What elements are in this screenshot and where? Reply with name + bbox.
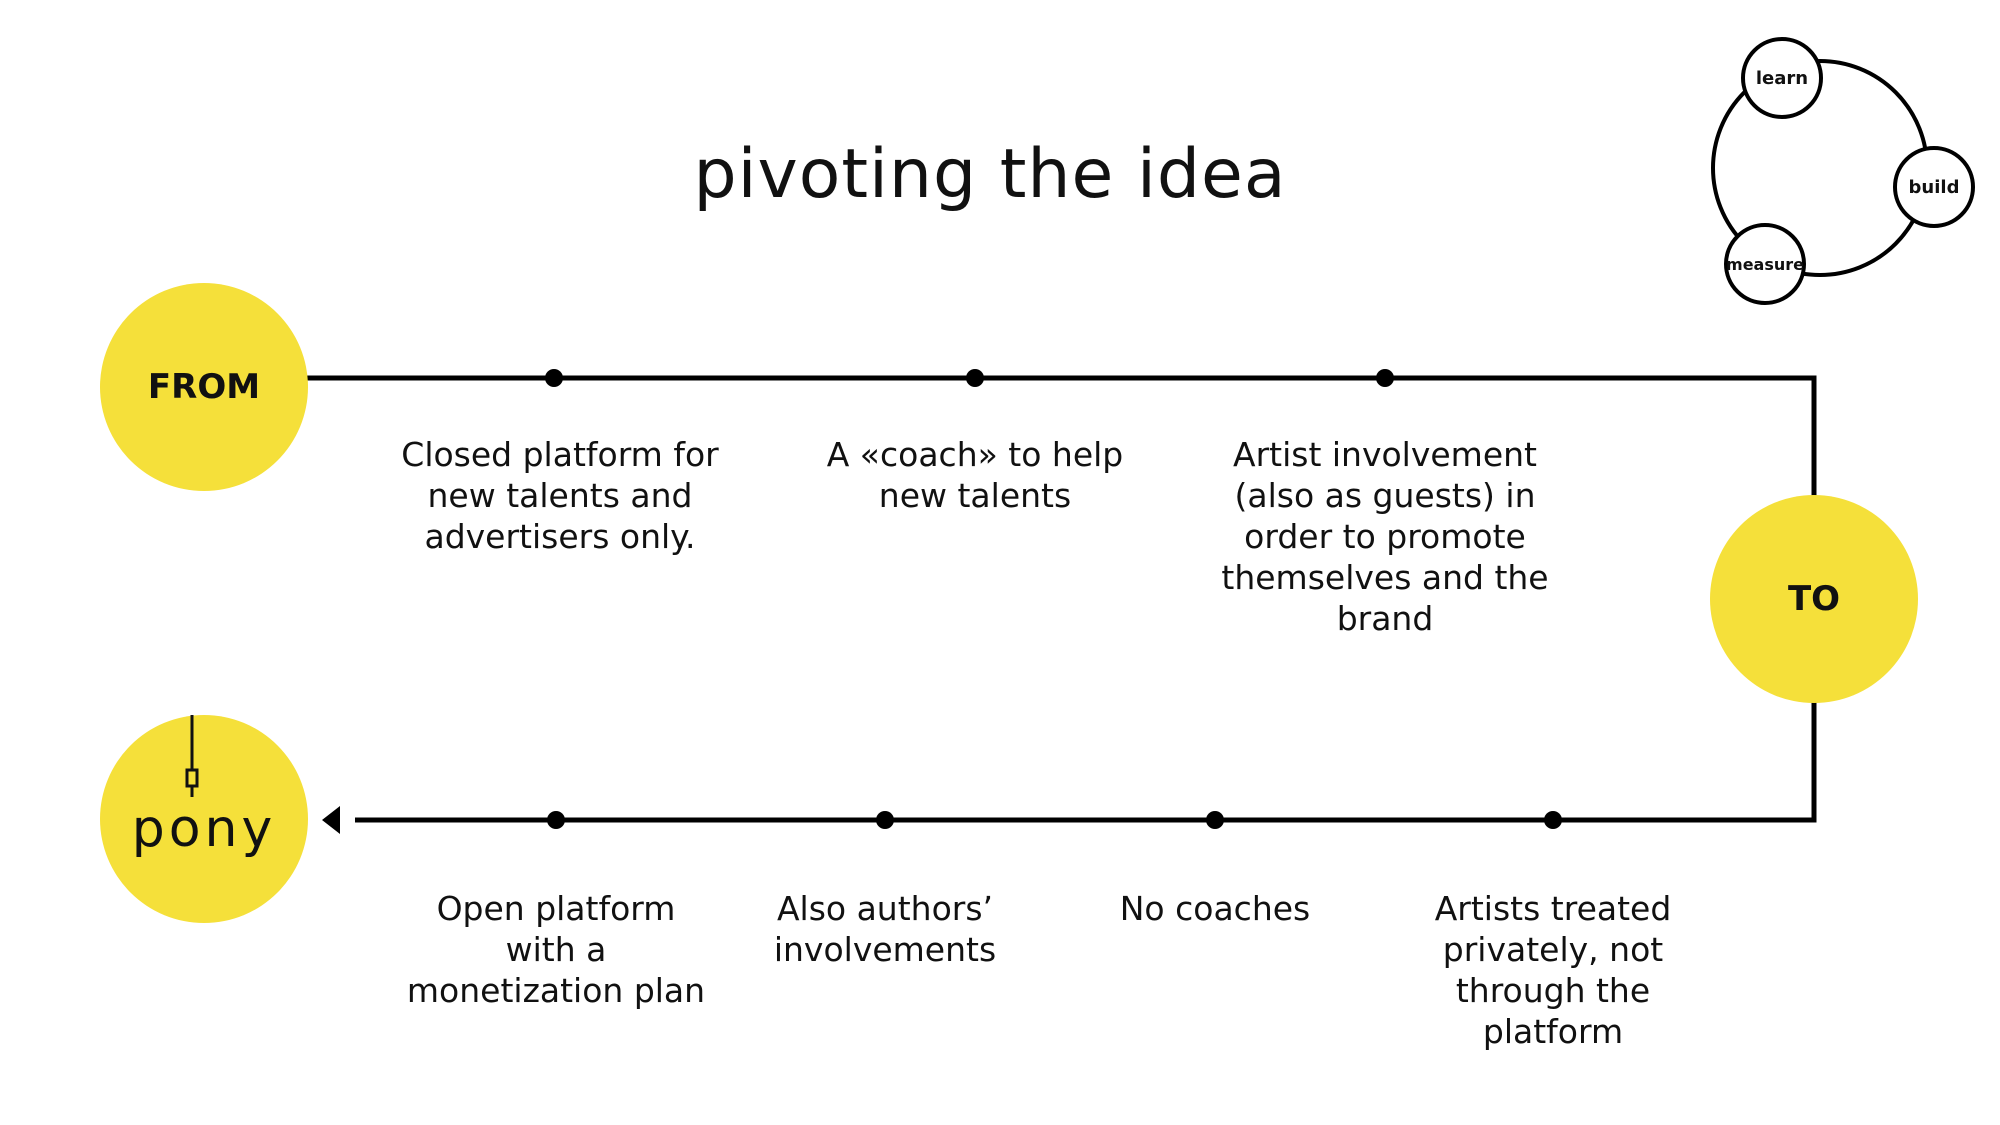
bottom-step-1: Open platform with a monetization plan bbox=[406, 889, 706, 1010]
from-circle: FROM bbox=[100, 283, 308, 491]
from-label: FROM bbox=[147, 367, 261, 407]
pony-logo: pony bbox=[100, 715, 308, 923]
microphone-icon bbox=[185, 715, 199, 797]
timeline-dot-bottom-3 bbox=[1206, 811, 1224, 829]
cycle-build-label: build bbox=[1908, 176, 1960, 198]
top-step-1: Closed platform for new talents and adve… bbox=[401, 435, 719, 556]
top-step-3: Artist involvement (also as guests) in o… bbox=[1221, 435, 1549, 638]
logo-text: pony bbox=[131, 799, 277, 859]
timeline-dot-top-1 bbox=[545, 369, 563, 387]
to-label: TO bbox=[1787, 579, 1841, 619]
cycle-measure-label: measure bbox=[1726, 254, 1804, 274]
to-circle: TO bbox=[1710, 495, 1918, 703]
timeline-dot-bottom-2 bbox=[876, 811, 894, 829]
bottom-step-3: No coaches bbox=[1119, 889, 1311, 928]
bottom-step-2: Also authors’ involvements bbox=[773, 889, 997, 969]
timeline-dot-bottom-4 bbox=[1544, 811, 1562, 829]
cycle-node-build: build bbox=[1893, 146, 1975, 228]
top-step-2: A «coach» to help new talents bbox=[826, 435, 1124, 515]
timeline-dot-bottom-1 bbox=[547, 811, 565, 829]
timeline-dot-top-2 bbox=[966, 369, 984, 387]
bottom-step-4: Artists treated privately, not through t… bbox=[1434, 889, 1672, 1051]
arrowhead-left bbox=[322, 806, 340, 834]
cycle-node-learn: learn bbox=[1741, 37, 1823, 119]
slide-title: pivoting the idea bbox=[693, 135, 1287, 214]
cycle-learn-label: learn bbox=[1755, 67, 1809, 89]
cycle-node-measure: measure bbox=[1724, 223, 1806, 305]
timeline-dot-top-3 bbox=[1376, 369, 1394, 387]
